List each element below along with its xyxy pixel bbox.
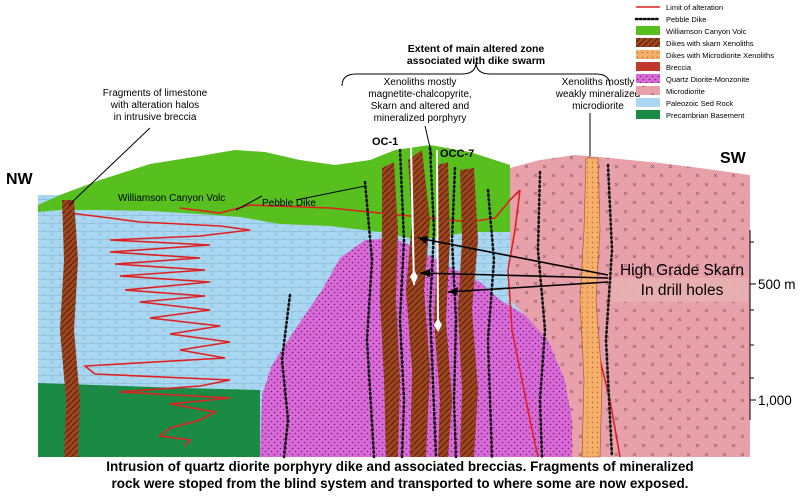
- occ7-label: OCC-7: [440, 148, 474, 160]
- legend-swatch-quartz: [636, 74, 660, 83]
- caption-line: rock were stoped from the blind system a…: [111, 476, 689, 491]
- xenoliths-weak-annotation: weakly mineralized: [555, 89, 640, 100]
- arrowhead: [448, 287, 458, 295]
- pebble-dike: [428, 146, 438, 459]
- pebble-dikes: [280, 146, 614, 459]
- pebble-dike: [363, 180, 376, 459]
- xenoliths-mag-annotation: Xenoliths mostly: [384, 77, 457, 88]
- skarn-dike: [434, 162, 452, 457]
- precambrian-basement-layer: [38, 383, 260, 457]
- fragments-annotation: with alteration halos: [110, 100, 199, 111]
- legend-label: Quartz Diorite-Monzonite: [666, 75, 749, 84]
- depth-1000-label: 1,000: [758, 393, 792, 408]
- pebble-dike-label: Pebble Dike: [262, 198, 316, 209]
- pebble-dike: [280, 293, 292, 459]
- xenoliths-mag-annotation: mineralized porphyry: [374, 113, 467, 124]
- legend-label: Breccia: [666, 63, 692, 72]
- xenoliths-weak-annotation: microdiorite: [572, 101, 624, 112]
- nw-label: NW: [6, 171, 34, 188]
- leader-williamson: [235, 195, 263, 211]
- legend-label: Paleozoic Sed Rock: [666, 99, 733, 108]
- pebble-dike: [536, 170, 547, 459]
- high-grade-label: High Grade Skarn: [620, 262, 744, 279]
- high-grade-sublabel: In drill holes: [641, 282, 724, 299]
- legend-label: Dikes with Microdiorite Xenoliths: [666, 51, 774, 60]
- williamson-label: Williamson Canyon Volc: [118, 193, 225, 204]
- sw-label: SW: [720, 150, 747, 167]
- pebble-dike: [450, 166, 458, 459]
- legend-label: Williamson Canyon Volc: [666, 27, 747, 36]
- extent-bracket: [341, 61, 611, 87]
- skarn-dike: [458, 168, 478, 457]
- xenoliths-weak-annotation: Xenoliths mostly: [562, 77, 635, 88]
- extent-title: Extent of main altered zone: [408, 43, 545, 55]
- skarn-dike: [60, 200, 80, 457]
- legend-swatch-paleozoic: [636, 98, 660, 107]
- skarn-intercepts: [410, 270, 442, 332]
- skarn-intercept-marker: [410, 270, 418, 284]
- high-grade-arrows: [417, 237, 609, 293]
- caption-line: Intrusion of quartz diorite porphyry dik…: [106, 459, 694, 474]
- legend-swatch-volc: [636, 26, 660, 35]
- oc1-label: OC-1: [372, 136, 398, 148]
- drill-hole-oc1: [410, 146, 415, 286]
- legend-label: Precambrian Basement: [666, 111, 745, 120]
- fragments-annotation: Fragments of limestone: [103, 88, 208, 99]
- fragments-annotation: in intrusive breccia: [114, 112, 197, 123]
- legend-swatch-skarn: [636, 38, 660, 47]
- arrowhead: [418, 236, 428, 244]
- legend-label: Microdiorite: [666, 87, 705, 96]
- leader-xenoliths-mag: [424, 125, 433, 157]
- legend-label: Limit of alteration: [666, 3, 723, 12]
- leader-lines: [68, 113, 591, 211]
- pebble-dike: [604, 163, 614, 459]
- legend-swatch-micro-dike: [636, 50, 660, 59]
- depth-500-label: 500 m: [758, 277, 796, 292]
- legend-label: Dikes with skarn Xenoliths: [666, 39, 754, 48]
- drill-hole-occ7: [436, 149, 439, 331]
- leader-pebble: [295, 185, 366, 201]
- alteration-limit-microdiorite: [507, 189, 539, 458]
- arrowheads: [418, 236, 458, 295]
- legend-label: Pebble Dike: [666, 15, 706, 24]
- xenoliths-mag-annotation: Skarn and altered and: [371, 101, 469, 112]
- skarn-intercept-marker: [434, 318, 442, 332]
- arrowhead: [420, 269, 430, 277]
- alteration-limit-breccia-zigzag: [61, 211, 251, 447]
- legend-swatch-breccia: [636, 62, 660, 71]
- leader-fragments: [68, 127, 151, 206]
- extent-subtitle: associated with dike swarm: [407, 55, 545, 67]
- pebble-dike: [486, 188, 496, 459]
- alteration-limit-volcanic: [179, 189, 521, 223]
- legend-swatch-precambrian: [636, 110, 660, 119]
- depth-scale: [749, 230, 756, 420]
- high-grade-box: [612, 278, 748, 302]
- legend: Limit of alteration Pebble Dike Williams…: [634, 3, 774, 120]
- pebble-dike: [398, 148, 406, 459]
- legend-swatch-microdiorite: [636, 86, 660, 95]
- figure-caption: Intrusion of quartz diorite porphyry dik…: [0, 458, 800, 492]
- xenoliths-mag-annotation: magnetite-chalcopyrite,: [368, 89, 471, 100]
- drill-holes: [410, 146, 439, 331]
- skarn-dike: [380, 162, 400, 457]
- microdiorite-block: [510, 155, 750, 457]
